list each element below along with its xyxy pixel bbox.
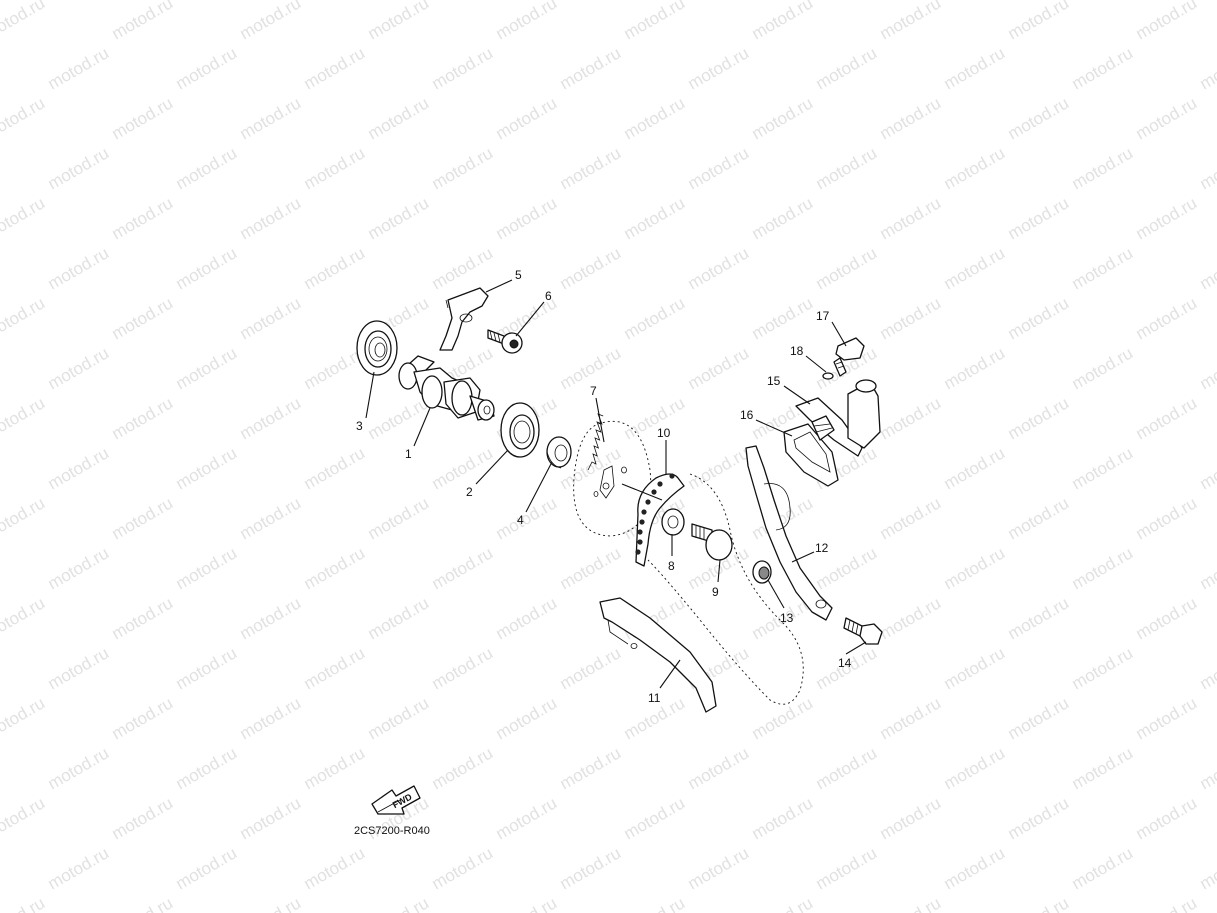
chain-link <box>669 473 675 479</box>
part-12-tensioner-guide[interactable] <box>745 445 833 621</box>
chain-link <box>637 539 643 545</box>
part-3-bearing[interactable] <box>356 320 398 376</box>
callout-9: 9 <box>712 585 719 599</box>
callout-8: 8 <box>668 559 675 573</box>
part-15-tensioner[interactable] <box>795 379 881 457</box>
callout-5: 5 <box>515 268 522 282</box>
chain-link <box>645 499 651 505</box>
callout-12: 12 <box>815 541 829 555</box>
diagram-code: 2CS7200-R040 <box>354 825 430 837</box>
callout-11: 11 <box>648 691 661 705</box>
callout-1: 1 <box>405 447 412 461</box>
part-13-collar[interactable] <box>752 560 772 584</box>
part-17-bolt[interactable] <box>833 337 865 377</box>
part-2-bearing[interactable] <box>500 402 540 458</box>
chain-link <box>637 529 643 535</box>
part-7-cam-sprocket[interactable] <box>573 420 652 537</box>
part-16-gasket[interactable] <box>783 423 839 487</box>
callout-13: 13 <box>780 611 794 625</box>
part-18-oring[interactable] <box>822 372 834 380</box>
leader-lines <box>365 279 867 689</box>
part-10-timing-chain[interactable] <box>635 473 804 705</box>
callout-2: 2 <box>466 485 473 499</box>
callout-16: 16 <box>740 408 754 422</box>
part-11-chain-guide[interactable] <box>599 597 717 713</box>
chain-link <box>657 481 663 487</box>
chain-link <box>639 519 645 525</box>
callout-6: 6 <box>545 289 552 303</box>
part-14-bolt[interactable] <box>843 617 883 645</box>
callout-7: 7 <box>590 384 597 398</box>
chain-link <box>641 509 647 515</box>
part-9-bolt[interactable] <box>691 523 733 561</box>
sprocket-teeth <box>587 413 604 471</box>
callout-17: 17 <box>816 309 830 323</box>
callout-14: 14 <box>838 656 852 670</box>
part-1-camshaft[interactable] <box>398 355 495 421</box>
part-5-bracket[interactable] <box>439 287 489 351</box>
part-4-collar[interactable] <box>546 436 572 469</box>
part-8-washer[interactable] <box>661 508 685 536</box>
part-6-bolt[interactable] <box>487 329 523 354</box>
callout-18: 18 <box>790 344 804 358</box>
chain-link <box>651 489 657 495</box>
callout-10: 10 <box>657 426 671 440</box>
callout-15: 15 <box>767 374 781 388</box>
callout-3: 3 <box>356 419 363 433</box>
fwd-arrow-icon: FWD <box>371 785 421 815</box>
callout-labels: 1 2 3 4 5 6 7 8 9 10 11 12 13 14 15 16 1… <box>356 268 852 705</box>
callout-4: 4 <box>517 513 524 527</box>
chain-link <box>635 549 641 555</box>
